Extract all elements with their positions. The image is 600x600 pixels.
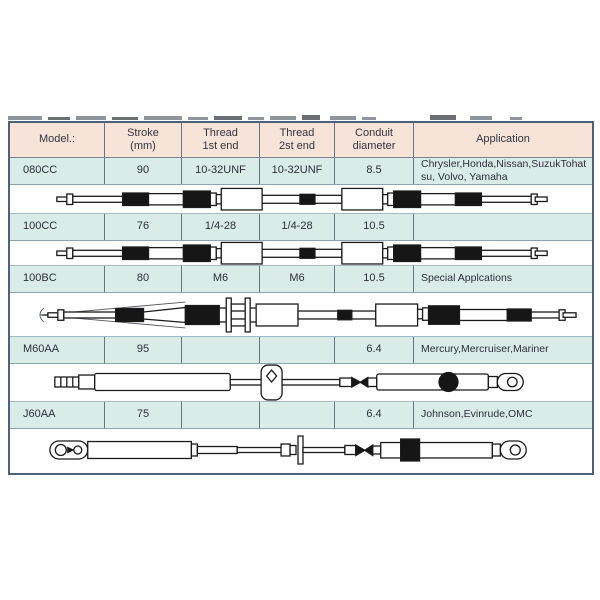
cable-drawing-m60aa: [10, 364, 592, 402]
table-header-row: Model.: Stroke (mm) Thread 1st end Threa…: [10, 123, 592, 158]
cable-drawing-100bc: [10, 293, 592, 337]
cell-thread-1st: [182, 337, 260, 363]
cell-application: Special Applcations: [421, 272, 513, 285]
column-header-application: Application: [476, 133, 530, 146]
cell-application: [414, 214, 592, 240]
cell-thread-1st: 1/4-28: [182, 214, 260, 240]
cell-model: M60AA: [10, 337, 105, 363]
table-row-100bc: 100BC 80 M6 M6 10.5 Special Applcations: [10, 266, 592, 293]
cable-drawing-100cc: [10, 241, 592, 266]
column-header-model: Model.:: [10, 123, 105, 157]
cell-stroke: 90: [105, 158, 182, 184]
cell-model: 080CC: [10, 158, 105, 184]
cell-thread-2st: 1/4-28: [260, 214, 335, 240]
cell-stroke: 95: [105, 337, 182, 363]
table-row-080cc: 080CC 90 10-32UNF 10-32UNF 8.5 Chrysler,…: [10, 158, 592, 185]
cell-model: 100CC: [10, 214, 105, 240]
cell-stroke: 80: [105, 266, 182, 292]
cable-spec-table: Model.: Stroke (mm) Thread 1st end Threa…: [8, 121, 594, 475]
cell-thread-1st: 10-32UNF: [182, 158, 260, 184]
column-header-conduit: Conduit diameter: [335, 123, 414, 157]
column-header-stroke: Stroke (mm): [105, 123, 182, 157]
cable-drawing-j60aa: [10, 429, 592, 473]
cell-thread-2st: M6: [260, 266, 335, 292]
cell-thread-2st: 10-32UNF: [260, 158, 335, 184]
column-header-thread-1st: Thread 1st end: [182, 123, 260, 157]
cell-thread-2st: [260, 337, 335, 363]
cable-drawing-080cc: [10, 185, 592, 214]
column-header-thread-2st: Thread 2st end: [260, 123, 335, 157]
cell-thread-1st: [182, 402, 260, 428]
cell-conduit: 6.4: [335, 337, 414, 363]
cell-application: Johnson,Evinrude,OMC: [421, 408, 533, 421]
table-row-100cc: 100CC 76 1/4-28 1/4-28 10.5: [10, 214, 592, 241]
clipped-drawing-fragments: [8, 115, 522, 120]
cell-thread-2st: [260, 402, 335, 428]
table-row-m60aa: M60AA 95 6.4 Mercury,Mercruiser,Mariner: [10, 337, 592, 364]
cell-application: Chrysler,Honda,Nissan,SuzukTohatsu, Volv…: [421, 158, 587, 183]
cell-thread-1st: M6: [182, 266, 260, 292]
cell-conduit: 10.5: [335, 214, 414, 240]
table-row-j60aa: J60AA 75 6.4 Johnson,Evinrude,OMC: [10, 402, 592, 429]
cell-model: J60AA: [10, 402, 105, 428]
cell-conduit: 6.4: [335, 402, 414, 428]
cell-stroke: 76: [105, 214, 182, 240]
cell-model: 100BC: [10, 266, 105, 292]
cell-application: Mercury,Mercruiser,Mariner: [421, 343, 549, 356]
cell-conduit: 8.5: [335, 158, 414, 184]
cell-conduit: 10.5: [335, 266, 414, 292]
cell-stroke: 75: [105, 402, 182, 428]
